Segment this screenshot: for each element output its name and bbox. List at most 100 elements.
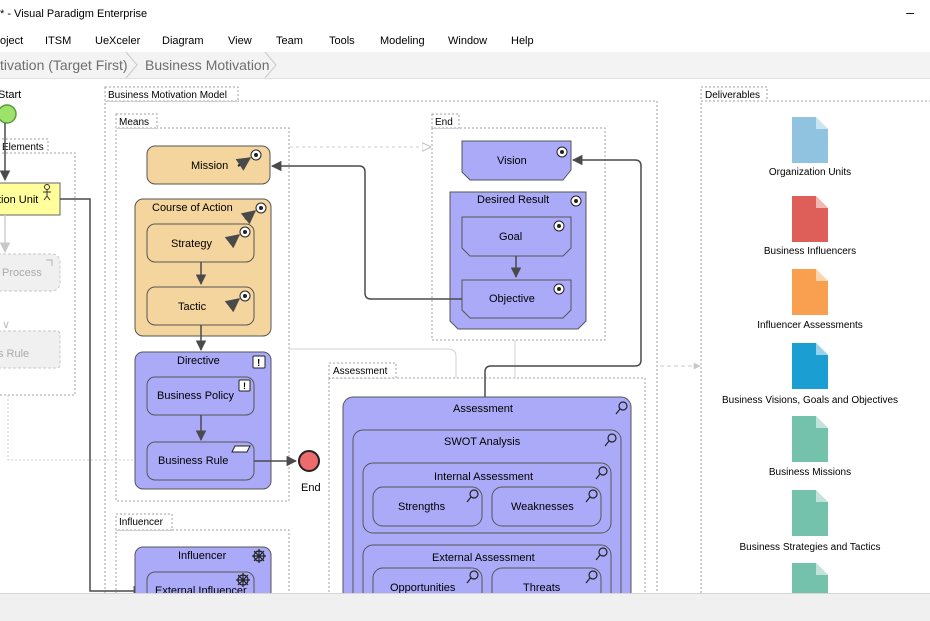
process-corner-icon — [46, 259, 53, 266]
target-icon — [556, 146, 568, 158]
exclamation-icon: ! — [252, 355, 266, 369]
end-pool-label: End — [435, 117, 453, 128]
menu-item-view[interactable]: View — [228, 35, 252, 47]
magnifier-icon — [585, 570, 598, 584]
assessment-pool-label: Assessment — [333, 366, 388, 377]
threats-element[interactable]: Threats — [491, 567, 602, 593]
process-label: Process — [2, 267, 42, 279]
desired-result-label: Desired Result — [477, 194, 549, 206]
bmm-pool-label: Business Motivation Model — [108, 90, 227, 101]
swot-analysis-label: SWOT Analysis — [444, 436, 521, 448]
goal-element[interactable]: Goal — [461, 216, 572, 257]
bmm-pool[interactable]: Business Motivation Model — [104, 86, 658, 593]
deliverable-document[interactable]: Organization Units — [769, 117, 851, 178]
breadcrumb-separators — [125, 52, 277, 78]
deliverable-document[interactable] — [792, 563, 828, 593]
objective-label: Objective — [489, 293, 535, 305]
end-event[interactable]: End — [298, 450, 321, 494]
menu-item-modeling[interactable]: Modeling — [380, 35, 425, 47]
means-pool-label: Means — [119, 117, 149, 128]
rule-element[interactable]: s Rule — [0, 330, 61, 369]
weaknesses-element[interactable]: Weaknesses — [491, 486, 602, 527]
assessment-label: Assessment — [453, 403, 513, 415]
end-label: End — [301, 482, 321, 494]
menu-item-tools[interactable]: Tools — [329, 35, 355, 47]
influencer-pool[interactable]: Influencer — [115, 513, 290, 593]
rule-parallelogram-icon — [231, 445, 251, 453]
means-icon — [224, 226, 251, 249]
minimize-button[interactable]: – — [906, 4, 914, 20]
status-bar — [0, 593, 930, 621]
opportunities-label: Opportunities — [390, 582, 456, 593]
deliverable-document[interactable]: Influencer Assessments — [757, 269, 863, 331]
strategy-element[interactable]: Strategy — [146, 223, 255, 263]
elements-to-rule-connector — [7, 395, 144, 460]
magnifier-icon — [595, 547, 608, 561]
exclamation-icon: ! — [238, 379, 251, 392]
target-icon — [570, 195, 582, 207]
means-icon — [240, 202, 267, 225]
helm-icon — [236, 573, 250, 587]
means-icon — [235, 149, 262, 171]
strategy-label: Strategy — [171, 238, 212, 250]
external-influencer-element[interactable]: External Influencer — [146, 571, 255, 593]
diagram-canvas[interactable]: Elements Business Motivation Model Means… — [0, 79, 930, 593]
weaknesses-label: Weaknesses — [511, 501, 574, 513]
influencer-label: Influencer — [178, 550, 227, 562]
business-policy-label: Business Policy — [157, 390, 235, 402]
deliverables-pool[interactable]: Deliverables — [700, 86, 930, 593]
org-unit-element[interactable]: tion Unit — [0, 182, 61, 216]
svg-text:!: ! — [257, 358, 260, 369]
objective-element[interactable]: Objective — [461, 279, 572, 319]
internal-assessment-label: Internal Assessment — [434, 471, 533, 483]
breadcrumb-item[interactable]: Business Motivation — [145, 57, 270, 73]
influencer-pool-label: Influencer — [119, 517, 164, 528]
opportunities-element[interactable]: Opportunities — [372, 567, 483, 593]
svg-text:!: ! — [243, 381, 246, 391]
breadcrumb: tivation (Target First) Business Motivati… — [0, 52, 930, 79]
external-influencer-label: External Influencer — [155, 585, 247, 593]
start-event[interactable]: Start — [0, 89, 21, 124]
deliverable-label: Organization Units — [769, 167, 851, 178]
start-label: Start — [0, 89, 21, 101]
deliverables-pool-label: Deliverables — [705, 90, 760, 101]
menu-item-team[interactable]: Team — [276, 35, 303, 47]
title-bar: * - Visual Paradigm Enterprise – — [0, 0, 930, 30]
rule-label: s Rule — [0, 348, 29, 360]
external-assessment-label: External Assessment — [432, 552, 535, 564]
deliverable-document[interactable]: Business Strategies and Tactics — [739, 490, 881, 553]
business-policy-element[interactable]: Business Policy ! — [146, 376, 255, 416]
mission-label: Mission — [191, 160, 228, 172]
elements-pool[interactable]: Elements — [0, 138, 76, 396]
deliverable-document[interactable]: Business Influencers — [764, 196, 856, 257]
means-pool[interactable]: Means — [115, 113, 290, 502]
magnifier-icon — [466, 489, 479, 503]
magnifier-icon — [615, 401, 628, 415]
menu-item-oject[interactable]: oject — [0, 35, 24, 47]
deliverable-document[interactable]: Business Missions — [769, 416, 851, 478]
assessment-to-vision-connector — [484, 154, 642, 397]
mission-element[interactable]: Mission — [146, 145, 271, 185]
menu-item-diagram[interactable]: Diagram — [162, 35, 204, 47]
menu-item-itsm[interactable]: ITSM — [45, 35, 72, 47]
end-pool[interactable]: End — [431, 113, 606, 341]
menu-item-help[interactable]: Help — [511, 35, 534, 47]
target-icon — [553, 220, 565, 232]
strengths-element[interactable]: Strengths — [372, 486, 483, 527]
menu-item-uexceler[interactable]: UeXceler — [95, 35, 141, 47]
tactic-element[interactable]: Tactic — [146, 286, 255, 326]
document-icon — [792, 563, 828, 593]
menu-item-window[interactable]: Window — [448, 35, 488, 47]
deliverable-label: Business Missions — [769, 467, 851, 478]
process-element[interactable]: Process — [0, 253, 61, 292]
means-icon — [224, 290, 251, 313]
org-unit-label: tion Unit — [0, 194, 38, 206]
vision-element[interactable]: Vision — [461, 140, 572, 181]
breadcrumb-item[interactable]: tivation (Target First) — [0, 57, 128, 73]
objective-to-mission-connector — [270, 160, 462, 300]
business-rule-element[interactable]: Business Rule — [146, 441, 255, 481]
assessment-pool[interactable]: Assessment — [328, 362, 646, 593]
menu-bar: oject ITSM UeXceler Diagram View Team Tools Mod… — [0, 31, 930, 51]
deliverable-document[interactable]: Business Visions, Goals and Objectives — [722, 343, 898, 406]
